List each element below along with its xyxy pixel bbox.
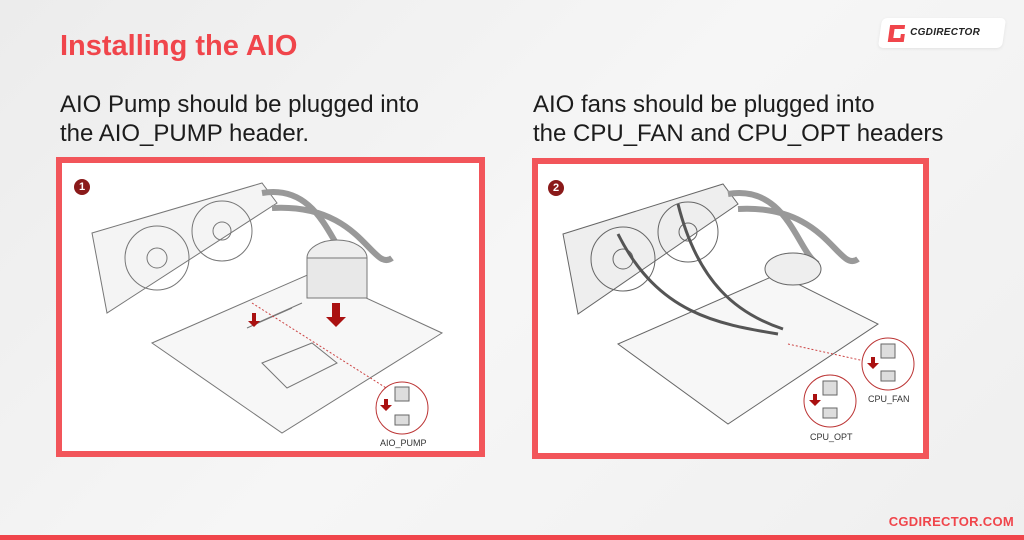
bottom-accent-bar [0, 535, 1024, 540]
panel-1-illustration: 1 AIO_PUMP [56, 157, 485, 457]
aio-pump-label: AIO_PUMP [380, 438, 427, 448]
panel-2-caption: AIO fans should be plugged into the CPU_… [533, 90, 943, 148]
step-badge: 1 [74, 179, 90, 195]
panel-1-caption: AIO Pump should be plugged into the AIO_… [60, 90, 419, 148]
cpu-opt-label: CPU_OPT [810, 432, 853, 442]
caption-line: AIO fans should be plugged into [533, 91, 875, 118]
page-title: Installing the AIO [60, 30, 298, 62]
aio-pump-diagram [91, 182, 444, 435]
aio-fans-diagram [562, 183, 915, 428]
caption-line: AIO Pump should be plugged into [60, 91, 419, 118]
caption-line: the CPU_FAN and CPU_OPT headers [533, 120, 944, 147]
panel-2-illustration: 2 CPU_FAN CPU_OPT [532, 158, 929, 459]
caption-line: the AIO_PUMP header. [60, 120, 310, 147]
footer-brand: CGDIRECTOR.COM [888, 514, 1014, 529]
step-badge: 2 [548, 180, 564, 196]
cpu-fan-label: CPU_FAN [868, 394, 910, 404]
logo-text: CGDIRECTOR [910, 27, 981, 38]
logo-mark-icon [887, 25, 906, 42]
cgdirector-logo: CGDIRECTOR [877, 18, 1007, 48]
